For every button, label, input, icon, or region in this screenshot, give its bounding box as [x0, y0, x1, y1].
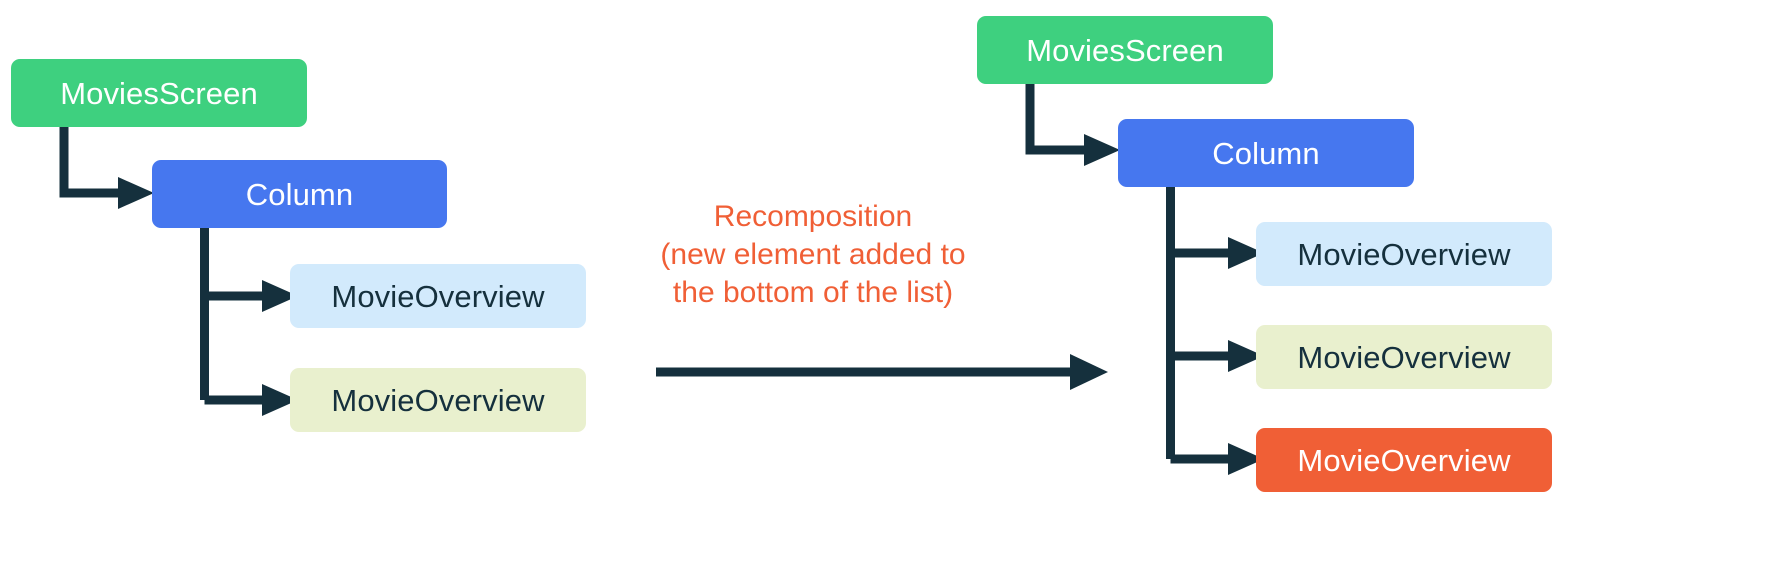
- right-node-column[interactable]: Column: [1118, 119, 1414, 187]
- left-node-moviesscreen-label: MoviesScreen: [60, 75, 258, 111]
- branch-arrows-icon: [1166, 187, 1264, 475]
- left-node-movieoverview-2[interactable]: MovieOverview: [290, 368, 586, 432]
- right-connector-column-to-leaves: [1162, 187, 1292, 487]
- left-node-column-label: Column: [245, 176, 354, 212]
- elbow-arrow-icon: [1025, 84, 1120, 166]
- right-node-column-label: Column: [1212, 135, 1320, 171]
- right-node-movieoverview-3-label: MovieOverview: [1297, 442, 1511, 478]
- right-arrow-icon: [656, 354, 1108, 390]
- recomposition-caption-line-2: (new element added to: [660, 238, 966, 272]
- elbow-arrow-icon: [59, 127, 154, 209]
- right-node-moviesscreen[interactable]: MoviesScreen: [977, 16, 1273, 84]
- recomposition-caption: Recomposition (new element added to the …: [658, 198, 968, 312]
- left-node-movieoverview-1-label: MovieOverview: [331, 278, 545, 314]
- right-node-movieoverview-2[interactable]: MovieOverview: [1256, 325, 1552, 389]
- right-node-moviesscreen-label: MoviesScreen: [1026, 32, 1224, 68]
- left-node-movieoverview-2-label: MovieOverview: [331, 382, 545, 418]
- left-node-movieoverview-1[interactable]: MovieOverview: [290, 264, 586, 328]
- left-node-column[interactable]: Column: [152, 160, 447, 228]
- branch-arrows-icon: [200, 228, 298, 416]
- right-node-movieoverview-1-label: MovieOverview: [1297, 236, 1511, 272]
- right-node-movieoverview-2-label: MovieOverview: [1297, 339, 1511, 375]
- right-node-movieoverview-3[interactable]: MovieOverview: [1256, 428, 1552, 492]
- recomposition-caption-line-3: the bottom of the list): [672, 276, 954, 310]
- transition-arrow: [656, 352, 1116, 392]
- recomposition-caption-line-1: Recomposition: [713, 200, 913, 233]
- right-connector-screen-to-column: [1024, 84, 1124, 166]
- left-node-moviesscreen[interactable]: MoviesScreen: [11, 59, 307, 127]
- right-node-movieoverview-1[interactable]: MovieOverview: [1256, 222, 1552, 286]
- left-connector-screen-to-column: [58, 127, 158, 209]
- left-connector-column-to-leaves: [196, 228, 326, 428]
